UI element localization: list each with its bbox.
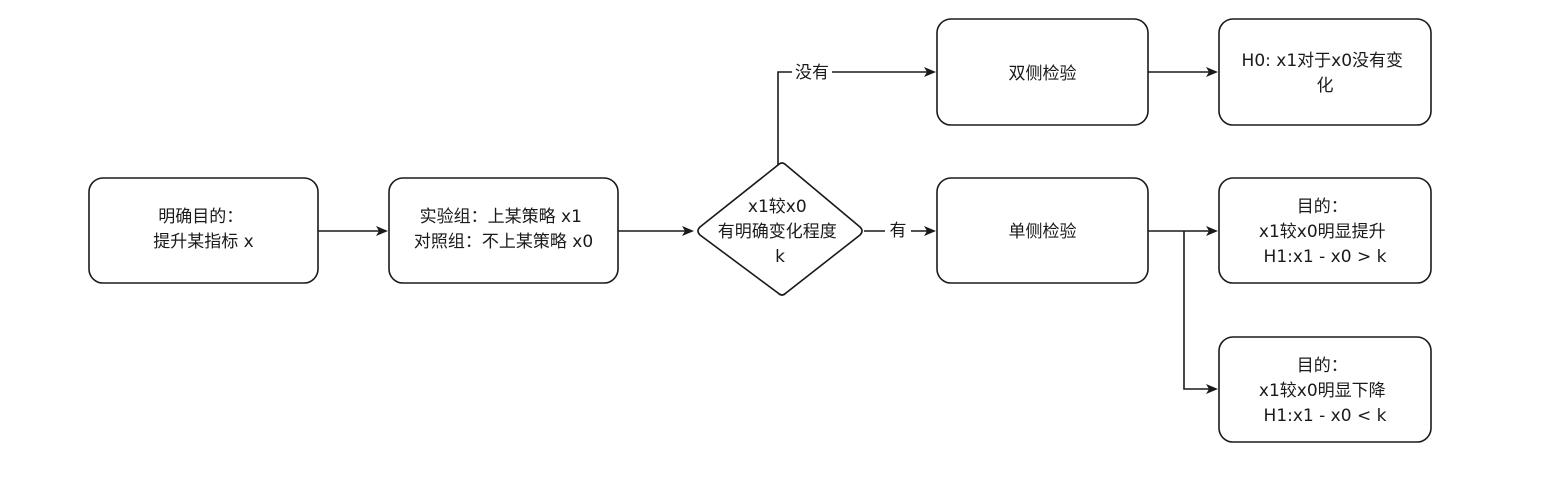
edges <box>318 67 1218 394</box>
node-goal-up[interactable]: 目的： x1较x0明显提升 H1:x1 - x0 > k <box>1218 177 1432 284</box>
node-two-sided-text: 双侧检验 <box>1009 64 1077 84</box>
node-one-sided[interactable]: 单侧检验 <box>936 177 1149 284</box>
edge-label-yes: 有 <box>885 220 911 242</box>
edge-one-sided-to-goal-down <box>1183 231 1218 394</box>
edge-label-no: 没有 <box>792 62 832 84</box>
node-goal[interactable]: 明确目的： 提升某指标 x <box>88 177 319 284</box>
node-goal-down[interactable]: 目的： x1较x0明显下降 H1:x1 - x0 < k <box>1218 336 1432 443</box>
edge-label-yes-text: 有 <box>890 221 907 241</box>
node-one-sided-text: 单侧检验 <box>1009 222 1077 242</box>
node-goal-up-text: 目的： x1较x0明显提升 H1:x1 - x0 > k <box>1259 197 1391 267</box>
node-decision[interactable]: x1较x0 有明确变化程度 k <box>697 162 863 296</box>
node-groups[interactable]: 实验组：上某策略 x1 对照组：不上某策略 x0 <box>388 177 619 284</box>
node-h0[interactable]: H0: x1对于x0没有变 化 <box>1218 18 1432 126</box>
node-h0-text: H0: x1对于x0没有变 化 <box>1242 51 1409 96</box>
edge-label-no-text: 没有 <box>795 63 829 83</box>
node-goal-down-text: 目的： x1较x0明显下降 H1:x1 - x0 < k <box>1259 356 1391 426</box>
edge-decision-to-two-sided <box>777 67 936 165</box>
node-two-sided[interactable]: 双侧检验 <box>936 18 1149 126</box>
node-goal-text: 明确目的： 提升某指标 x <box>153 207 253 252</box>
node-decision-text: x1较x0 有明确变化程度 k <box>718 197 842 267</box>
node-groups-text: 实验组：上某策略 x1 对照组：不上某策略 x0 <box>414 207 593 252</box>
